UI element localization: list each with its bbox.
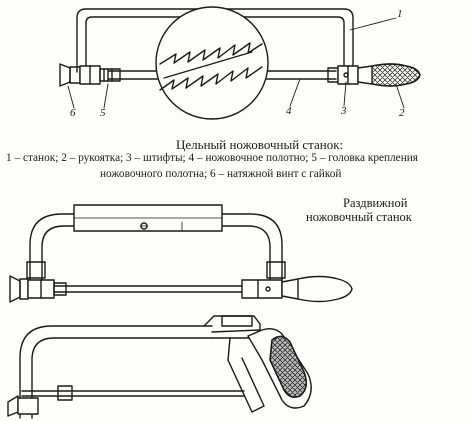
pistol-grip-hacksaw-drawing xyxy=(7,315,312,419)
solid-hacksaw-legend-2: ножовочного полотна; 6 – натяжной винт с… xyxy=(100,168,342,180)
adjustable-hacksaw-title-2: ножовочный станок xyxy=(306,210,412,224)
adjustable-hacksaw-drawing xyxy=(9,204,353,303)
callout-pins: 3 xyxy=(341,105,347,117)
adjustable-hacksaw-title-1: Раздвижной xyxy=(343,196,408,210)
callout-blade-head: 5 xyxy=(100,107,106,119)
callout-handle: 2 xyxy=(399,107,405,119)
solid-hacksaw-legend-1: 1 – станок; 2 – рукоятка; 3 – штифты; 4 … xyxy=(6,152,418,164)
solid-hacksaw-title: Цельный ножовочный станок: xyxy=(176,137,344,152)
callout-frame: 1 xyxy=(397,8,403,20)
callout-blade: 4 xyxy=(286,105,292,117)
solid-hacksaw-drawing xyxy=(59,6,421,120)
callout-tension-screw: 6 xyxy=(70,107,76,119)
